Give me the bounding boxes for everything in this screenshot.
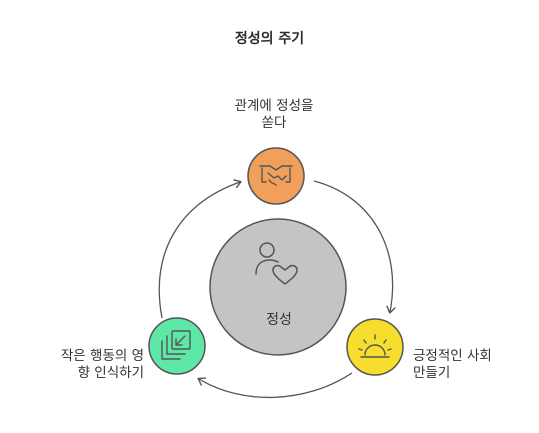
node-right-label: 긍정적인 사회 만들기 [413,348,492,381]
handshake-icon [259,165,293,186]
arrow-left-to-top [158,179,242,319]
node-top-label: 관계에 정성을 쏟다 [234,98,314,131]
center-label: 정성 [266,312,292,328]
node-left-label: 작은 행동의 영 향 인식하기 [60,348,144,381]
node-right-circle [346,318,404,376]
center-circle [209,218,347,356]
node-left-circle [148,317,206,375]
sunrise-icon [358,334,392,358]
diagram-title: 정성의 주기 [234,31,305,47]
person-heart-icon [255,242,298,285]
layers-arrow-icon [161,330,191,360]
arrow-right-to-left [197,372,353,399]
node-top-circle [247,147,305,205]
arrow-top-to-right [313,180,396,314]
